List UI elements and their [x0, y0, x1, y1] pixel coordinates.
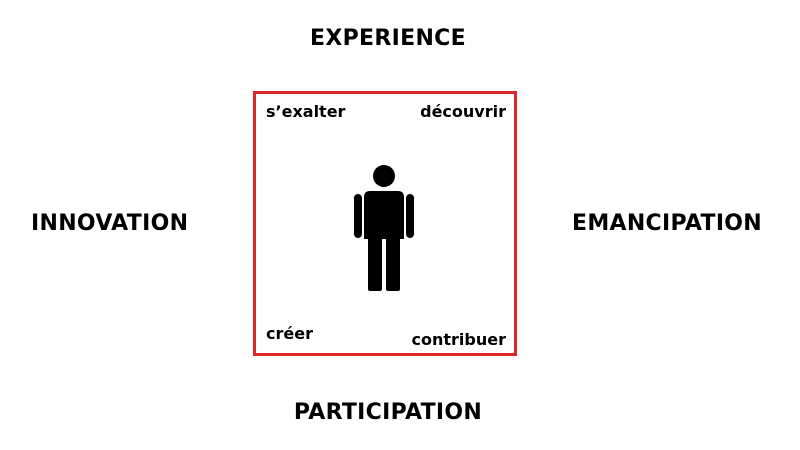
person-icon: [354, 165, 414, 291]
corner-label-sexalter: s’exalter: [266, 102, 346, 121]
corner-label-creer: créer: [266, 324, 313, 343]
axis-label-experience: EXPERIENCE: [310, 26, 466, 51]
axis-label-participation: PARTICIPATION: [293, 400, 483, 425]
axis-label-innovation: INNOVATION: [31, 211, 189, 236]
corner-label-decouvrir: découvrir: [420, 102, 506, 121]
central-frame: s’exalter découvrir créer contribuer: [253, 91, 517, 356]
corner-label-contribuer: contribuer: [411, 330, 506, 349]
axis-label-emancipation: EMANCIPATION: [572, 211, 763, 236]
